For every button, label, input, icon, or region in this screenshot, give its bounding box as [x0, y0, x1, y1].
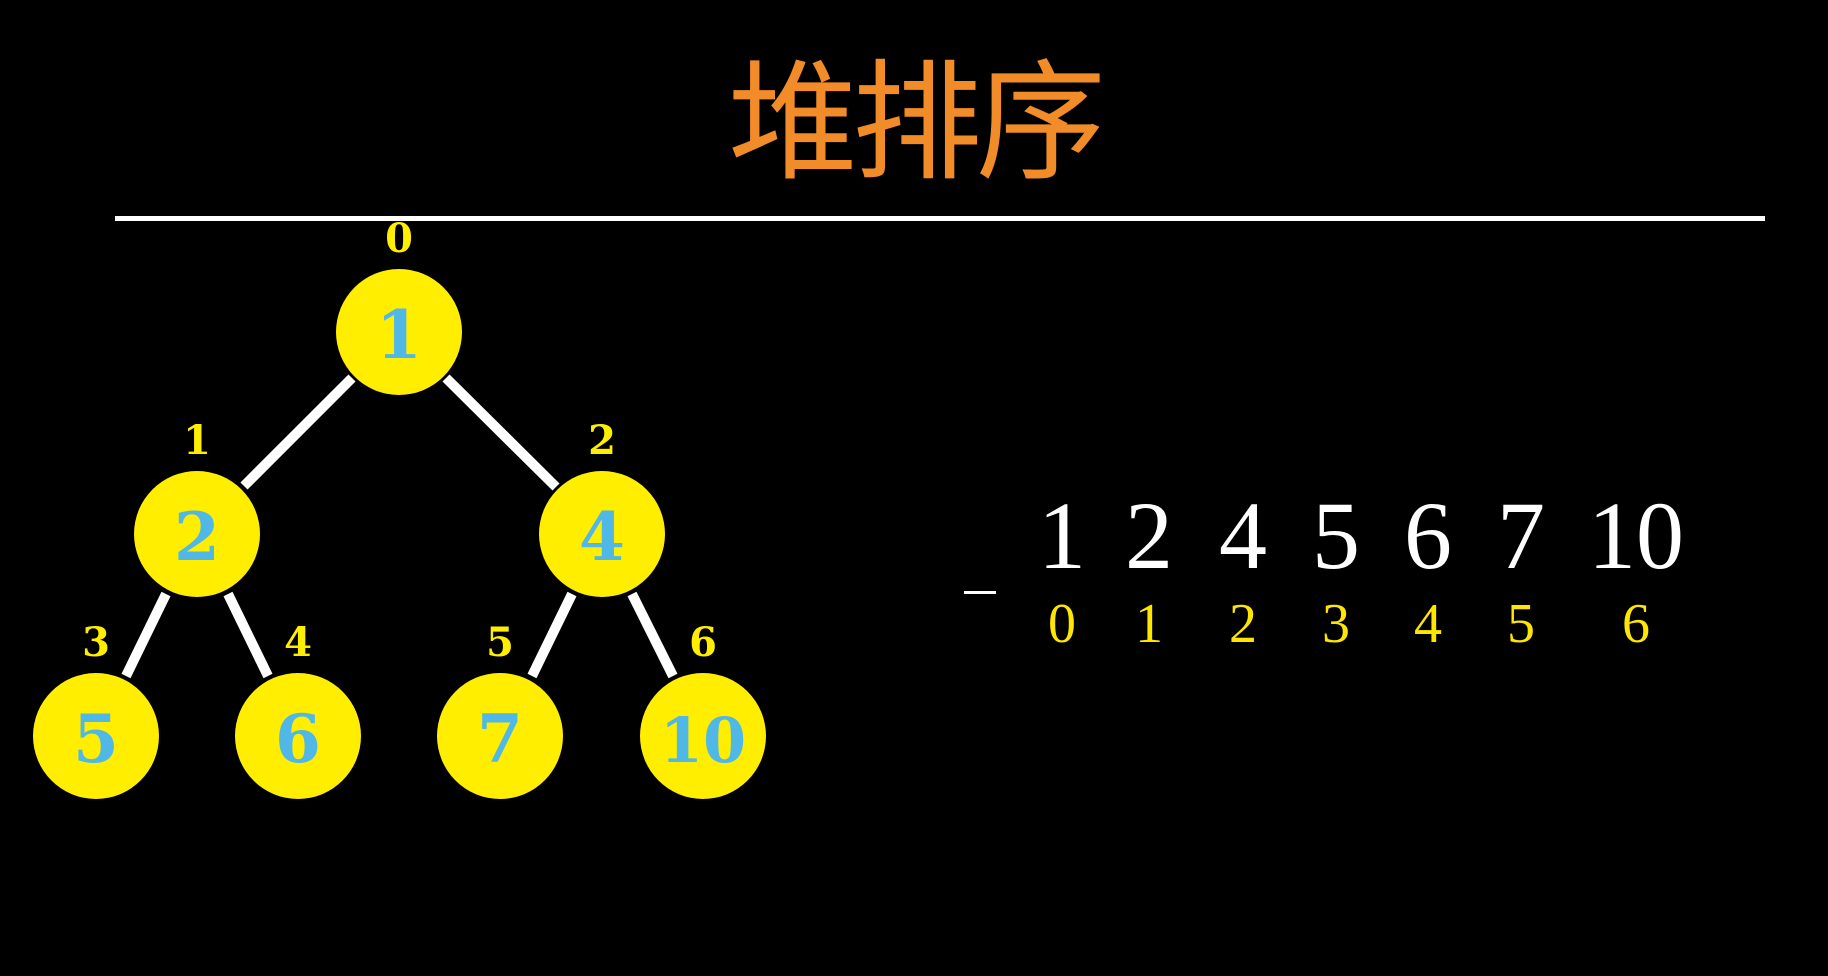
tree-node: 1 0 [336, 215, 462, 395]
node-circle [134, 471, 260, 597]
edge-1-4 [223, 591, 273, 679]
node-value: 10 [660, 704, 746, 777]
array-value: 5 [1312, 482, 1360, 589]
node-circle [235, 673, 361, 799]
node-value: 2 [174, 498, 220, 576]
node-value: 7 [477, 700, 523, 778]
array-index: 6 [1622, 593, 1650, 655]
node-index: 1 [183, 417, 211, 464]
array-index: 0 [1048, 593, 1076, 655]
edge-0-2 [442, 374, 560, 491]
array-marker [964, 591, 996, 594]
array-index: 4 [1414, 593, 1442, 655]
array-index: 1 [1135, 593, 1163, 655]
node-circle [539, 471, 665, 597]
node-circle [437, 673, 563, 799]
node-value: 5 [73, 700, 119, 778]
tree-node: 6 4 [235, 619, 361, 799]
array-value: 6 [1404, 482, 1452, 589]
page-title: 堆排序 [727, 47, 1106, 199]
node-index: 0 [385, 215, 413, 262]
tree-node: 10 6 [640, 619, 766, 799]
array-value: 7 [1497, 482, 1545, 589]
array-index: 3 [1322, 593, 1350, 655]
node-circle [336, 269, 462, 395]
node-index: 6 [689, 619, 717, 666]
node-index: 2 [588, 417, 616, 464]
edge-2-6 [627, 591, 678, 679]
tree-node: 7 5 [437, 619, 563, 799]
node-circle [640, 673, 766, 799]
array-value: 4 [1219, 482, 1267, 589]
array-value: 10 [1588, 482, 1684, 589]
node-index: 3 [82, 619, 110, 666]
node-index: 5 [486, 619, 514, 666]
tree-node: 5 3 [33, 619, 159, 799]
tree-edges [121, 374, 678, 679]
node-circle [33, 673, 159, 799]
node-value: 4 [579, 498, 625, 576]
array-value: 2 [1125, 482, 1173, 589]
edge-0-1 [240, 374, 356, 490]
title-divider [115, 216, 1765, 221]
array-index: 5 [1507, 593, 1535, 655]
array-index: 2 [1229, 593, 1257, 655]
node-index: 4 [284, 619, 312, 666]
node-value: 6 [275, 700, 321, 778]
edge-2-5 [527, 591, 577, 679]
node-value: 1 [376, 296, 422, 374]
tree-node: 2 1 [134, 417, 260, 597]
array-value: 1 [1038, 482, 1086, 589]
edge-1-3 [121, 591, 171, 679]
tree-node: 4 2 [539, 417, 665, 597]
